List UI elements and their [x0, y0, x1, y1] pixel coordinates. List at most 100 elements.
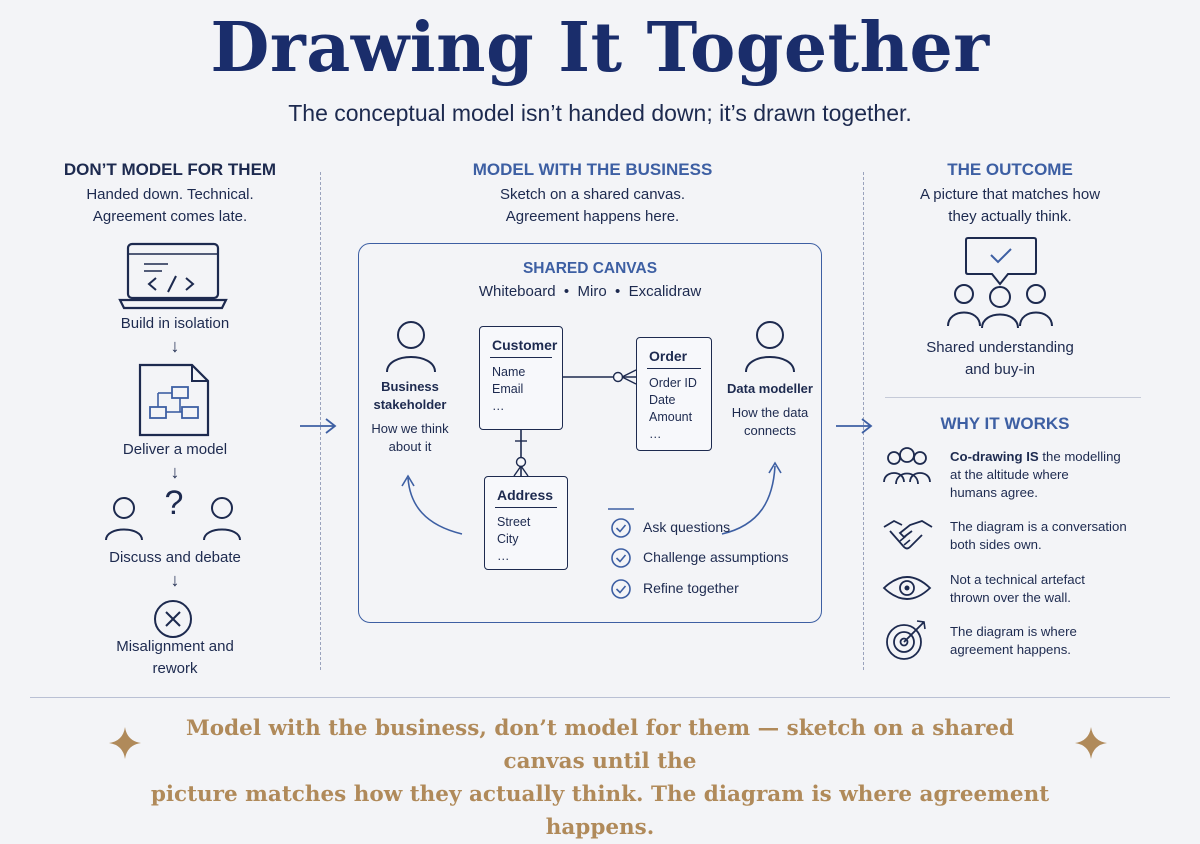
left-step-3-label: Discuss and debate: [109, 549, 241, 566]
left-step-2-label: Deliver a model: [122, 441, 228, 458]
left-step-1-label: Build in isolation: [120, 315, 230, 332]
why-item-2-line1: The diagram is a conversation: [950, 519, 1127, 534]
entity-field: …: [492, 399, 505, 413]
outcome-caption: Shared understanding and buy-in: [870, 337, 1130, 381]
checklist-item-3: Refine together: [643, 580, 739, 596]
outcome-description-line1: A picture that matches how: [919, 186, 1101, 203]
check-circle-icon: [611, 548, 631, 568]
why-heading: WHY IT WORKS: [940, 414, 1070, 433]
check-circle-icon: [611, 518, 631, 538]
entity-divider: [490, 357, 552, 358]
footer-line1: Model with the business, don’t model for…: [185, 716, 1014, 774]
x-circle-icon: [154, 600, 192, 638]
entity-address-title: Address: [497, 487, 554, 503]
stakeholder-name: Business stakeholder: [360, 378, 460, 414]
outcome-caption-line1: Shared understanding: [926, 339, 1074, 356]
arrow-down-icon: ↓: [170, 462, 180, 482]
tool-whiteboard: Whiteboard: [478, 283, 556, 300]
left-heading: DON’T MODEL FOR THEM: [63, 160, 277, 179]
eye-icon: [882, 576, 932, 600]
left-description: Handed down. Technical. Agreement comes …: [20, 184, 320, 228]
people-question-icon: [105, 497, 241, 541]
why-item-1-line2: at the altitude where: [950, 467, 1069, 482]
stakeholder-description: How we think about it: [360, 420, 460, 456]
why-item-3-line1: Not a technical artefact: [950, 572, 1085, 587]
tool-separator: •: [563, 283, 570, 300]
modeller-desc-line2: connects: [743, 423, 797, 438]
middle-heading: MODEL WITH THE BUSINESS: [472, 160, 713, 179]
outcome-description: A picture that matches how they actually…: [870, 184, 1150, 228]
why-item-2-line2: both sides own.: [950, 537, 1042, 552]
middle-description-line1: Sketch on a shared canvas.: [499, 186, 686, 203]
why-item-3-line2: thrown over the wall.: [950, 590, 1071, 605]
person-icon: [386, 321, 436, 373]
why-item-4: The diagram is where agreement happens.: [950, 623, 1150, 659]
question-mark: ?: [164, 484, 184, 522]
footer-line2: picture matches how they actually think.…: [150, 782, 1050, 840]
entity-divider: [495, 507, 557, 508]
left-step-4-label: Misalignment and rework: [20, 636, 330, 680]
target-icon: [886, 620, 926, 660]
why-item-3: Not a technical artefact thrown over the…: [950, 571, 1150, 607]
footer-divider: [30, 697, 1170, 698]
why-item-1-line1: the modelling: [1038, 449, 1121, 464]
page-title: Drawing It Together: [210, 8, 990, 88]
left-description-line2: Agreement comes late.: [92, 208, 248, 225]
shared-understanding-icon: [947, 237, 1053, 329]
arrow-right-icon: [300, 418, 337, 434]
tool-miro: Miro: [577, 283, 607, 300]
middle-description-line2: Agreement happens here.: [505, 208, 680, 225]
entity-field: Email: [492, 382, 524, 396]
entity-customer: Customer Name Email …: [479, 326, 563, 430]
tool-separator: •: [615, 283, 621, 300]
why-item-1-line3: humans agree.: [950, 485, 1038, 500]
modeller-desc-line1: How the data: [731, 405, 809, 420]
entity-field: Name: [492, 365, 526, 379]
why-item-1: Co-drawing IS the modelling at the altit…: [950, 448, 1150, 502]
entity-field: City: [497, 532, 519, 546]
outcome-description-line2: they actually think.: [948, 208, 1072, 225]
arrow-right-icon: [836, 418, 873, 434]
why-item-4-line1: The diagram is where: [950, 624, 1077, 639]
left-step-4-line2: rework: [152, 660, 198, 677]
section-divider: [885, 397, 1141, 398]
footer-message: Model with the business, don’t model for…: [150, 712, 1050, 844]
stakeholder-desc-line2: about it: [388, 439, 432, 454]
why-item-4-line2: agreement happens.: [950, 642, 1071, 657]
tool-excalidraw: Excalidraw: [628, 283, 702, 300]
canvas-heading: SHARED CANVAS: [522, 260, 658, 277]
entity-field: …: [649, 427, 662, 441]
entity-divider: [647, 368, 701, 369]
checklist-item-1: Ask questions: [643, 519, 731, 535]
modeller-name: Data modeller: [727, 381, 813, 396]
team-icon: [883, 447, 931, 485]
entity-order: Order Order ID Date Amount …: [636, 337, 712, 451]
stakeholder-name-line1: Business: [381, 379, 439, 394]
modeller-description: How the data connects: [715, 404, 825, 440]
why-item-2: The diagram is a conversation both sides…: [950, 518, 1150, 554]
entity-field: Order ID: [649, 376, 697, 390]
outcome-heading: THE OUTCOME: [947, 160, 1073, 179]
checklist-item-2: Challenge assumptions: [643, 549, 789, 565]
left-description-line1: Handed down. Technical.: [86, 186, 254, 203]
entity-customer-title: Customer: [492, 337, 558, 353]
person-icon: [745, 321, 795, 373]
shared-canvas-frame: [358, 243, 822, 623]
entity-order-title: Order: [649, 348, 688, 364]
handshake-icon: [883, 519, 933, 550]
stakeholder-name-line2: stakeholder: [373, 397, 447, 412]
arrow-down-icon: ↓: [170, 570, 180, 590]
entity-field: Date: [649, 393, 676, 407]
stakeholder-desc-line1: How we think: [371, 421, 449, 436]
entity-field: Street: [497, 515, 531, 529]
sparkle-icon: [1075, 727, 1107, 759]
middle-description: Sketch on a shared canvas. Agreement hap…: [340, 184, 845, 228]
sparkle-icon: [109, 727, 141, 759]
entity-address: Address Street City …: [484, 476, 568, 570]
why-item-1-bold: Co-drawing IS: [950, 449, 1039, 464]
laptop-code-icon: [118, 242, 228, 310]
left-step-4-line1: Misalignment and: [116, 638, 234, 655]
page-subtitle: The conceptual model isn’t handed down; …: [288, 100, 912, 126]
canvas-tools: Whiteboard • Miro • Excalidraw: [358, 283, 822, 300]
entity-field: …: [497, 549, 510, 563]
